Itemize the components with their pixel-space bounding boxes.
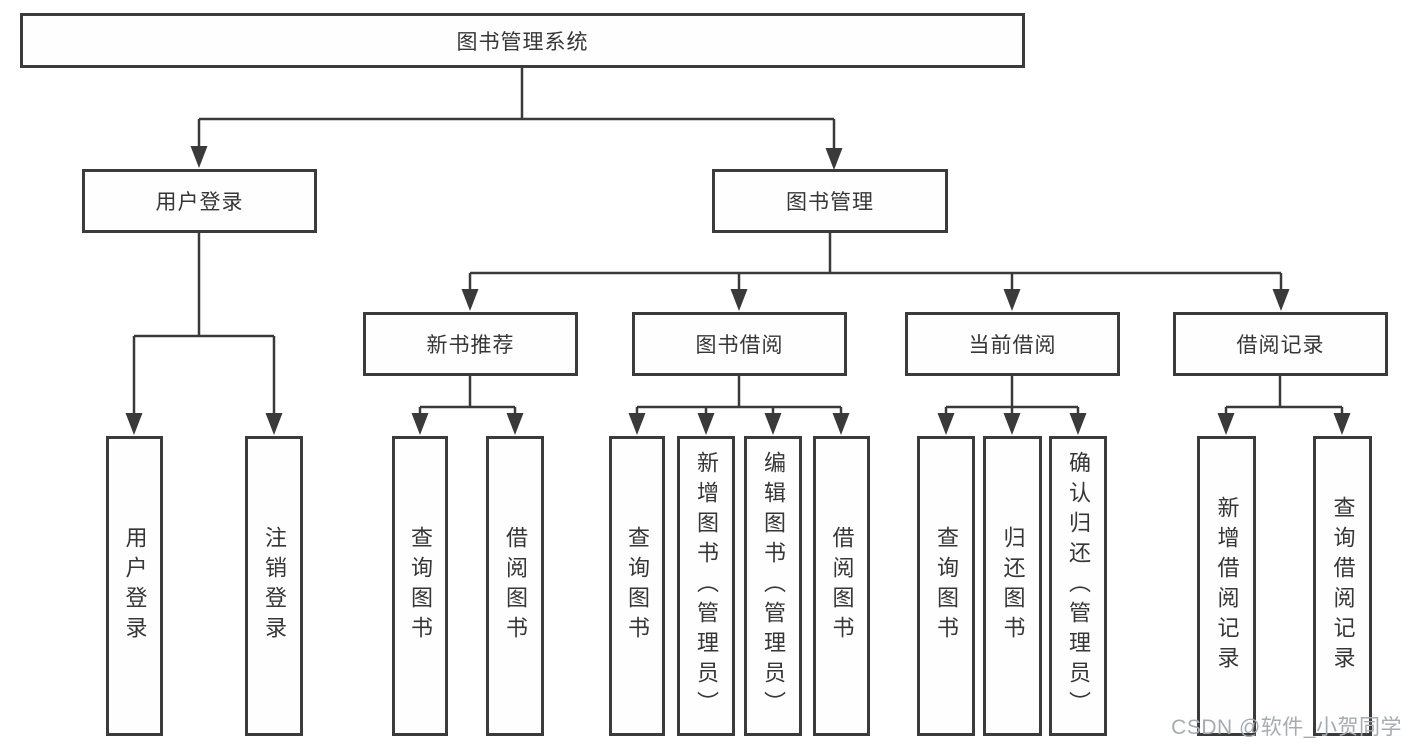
node-label: 图书管理	[786, 191, 874, 214]
arrowhead-icon	[628, 413, 646, 435]
leaf-current-return-book: 归还图书	[983, 436, 1042, 736]
arrowhead-icon	[1069, 413, 1087, 435]
leaf-borrowing-borrow-book: 借阅图书	[813, 436, 870, 736]
node-label: 新书推荐	[426, 334, 515, 357]
leaf-label: 查询图书	[408, 526, 433, 646]
leaf-label: 归还图书	[1000, 526, 1026, 646]
leaf-records-add-borrow-record: 新增借阅记录	[1197, 436, 1256, 736]
node-label: 图书借阅	[695, 334, 784, 357]
edge-bookmgmt-to-level3	[468, 233, 1283, 293]
edge-newbook-to-leaves	[418, 376, 517, 416]
leaf-label: 查询借阅记录	[1330, 496, 1356, 676]
leaf-borrowing-add-book-admin: 新增图书（管理员）	[677, 436, 735, 736]
arrowhead-icon	[825, 148, 843, 170]
arrowhead-icon	[411, 413, 429, 435]
node-label: 借阅记录	[1236, 334, 1325, 357]
arrowhead-icon	[1003, 413, 1021, 435]
arrowhead-icon	[461, 289, 479, 311]
arrowhead-icon	[730, 289, 748, 311]
edge-currentborrow-to-leaves	[944, 376, 1080, 416]
leaf-label: 注销登录	[262, 526, 287, 646]
arrowhead-icon	[937, 413, 955, 435]
leaf-recommend-query-book: 查询图书	[392, 436, 448, 736]
leaf-label: 用户登录	[122, 526, 148, 646]
leaf-borrowing-query-book: 查询图书	[609, 436, 665, 736]
arrowhead-icon	[1272, 289, 1290, 311]
leaf-label: 查询图书	[625, 526, 650, 646]
node-user-login: 用户登录	[82, 169, 317, 233]
leaf-label: 新增图书（管理员）	[694, 451, 719, 721]
leaf-label: 借阅图书	[503, 526, 528, 646]
arrowhead-icon	[1217, 413, 1235, 435]
node-library-management-system: 图书管理系统	[20, 13, 1025, 68]
arrowhead-icon	[832, 413, 850, 435]
leaf-label: 编辑图书（管理员）	[761, 451, 786, 721]
arrowhead-icon	[764, 413, 782, 435]
arrowhead-icon	[506, 413, 524, 435]
arrowhead-icon	[1003, 289, 1021, 311]
edge-userlogin-to-leaves	[132, 233, 276, 416]
leaf-label: 新增借阅记录	[1214, 496, 1240, 676]
node-label: 图书管理系统	[456, 30, 589, 54]
leaf-logout: 注销登录	[245, 436, 303, 736]
arrowhead-icon	[1333, 413, 1351, 435]
leaf-current-confirm-return-admin: 确认归还（管理员）	[1049, 436, 1107, 736]
arrowhead-icon	[697, 413, 715, 435]
node-current-borrowing: 当前借阅	[905, 312, 1120, 376]
node-label: 用户登录	[155, 191, 244, 214]
arrowheads	[125, 146, 1351, 435]
leaf-current-query-book: 查询图书	[917, 436, 975, 736]
node-book-borrowing: 图书借阅	[632, 312, 847, 376]
node-new-book-recommendation: 新书推荐	[363, 312, 578, 376]
edge-records-to-leaves	[1224, 376, 1344, 416]
leaf-recommend-borrow-book: 借阅图书	[486, 436, 544, 736]
node-borrowing-records: 借阅记录	[1173, 312, 1388, 376]
leaf-records-query-borrow-record: 查询借阅记录	[1313, 436, 1372, 736]
leaf-label: 确认归还（管理员）	[1066, 451, 1091, 721]
leaf-label: 查询图书	[934, 526, 959, 646]
edge-bookborrow-to-leaves	[635, 376, 843, 416]
node-label: 当前借阅	[968, 334, 1057, 357]
edge-root-to-level2	[197, 68, 836, 155]
leaf-label: 借阅图书	[829, 526, 855, 646]
arrowhead-icon	[265, 413, 283, 435]
leaf-borrowing-edit-book-admin: 编辑图书（管理员）	[744, 436, 802, 736]
arrowhead-icon	[125, 413, 143, 435]
node-book-management: 图书管理	[712, 169, 948, 233]
leaf-user-login: 用户登录	[106, 436, 163, 736]
arrowhead-icon	[190, 146, 208, 168]
